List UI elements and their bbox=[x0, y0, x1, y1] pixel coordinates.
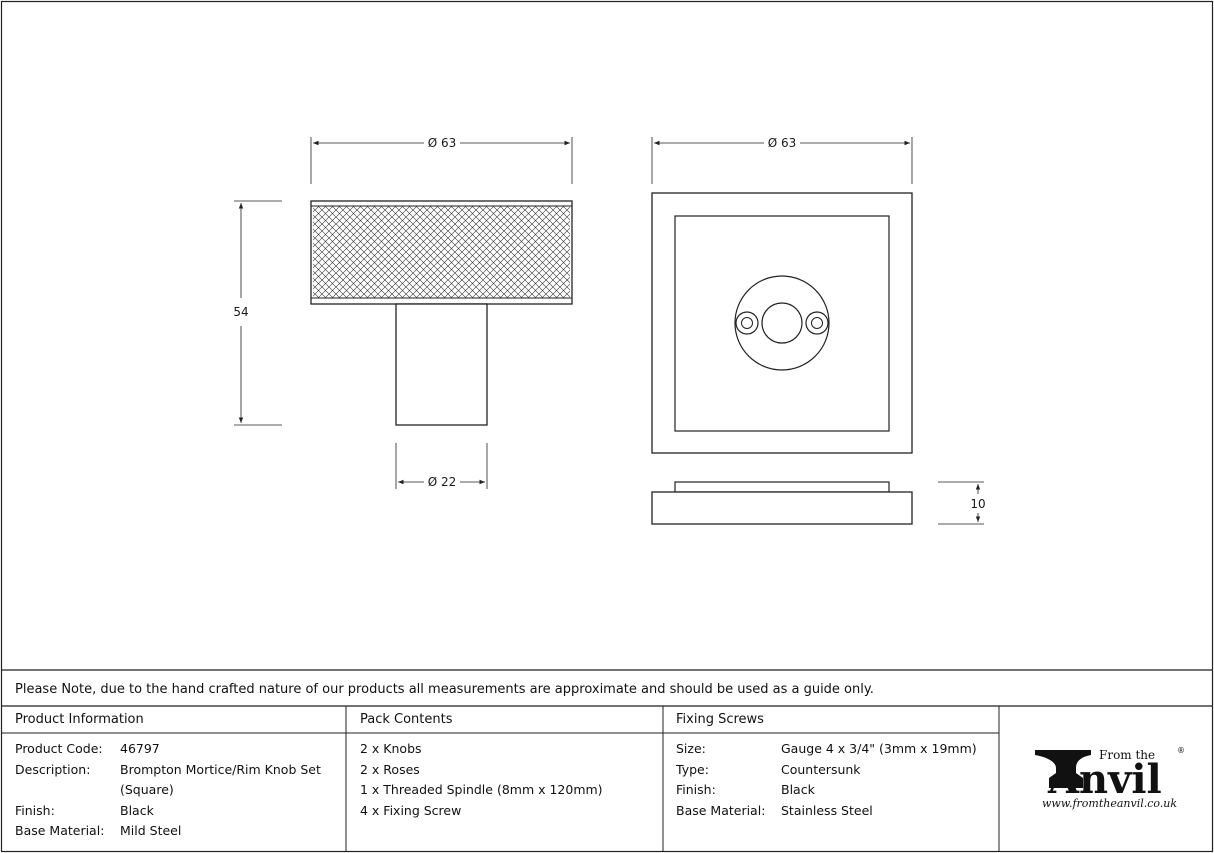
product-code-value: 46797 bbox=[120, 741, 160, 756]
logo-brand-name: Anvil bbox=[1047, 756, 1162, 803]
description-label: Description: bbox=[15, 762, 90, 777]
info-table: Please Note, due to the hand crafted nat… bbox=[1, 669, 1213, 852]
product-code-label: Product Code: bbox=[15, 741, 103, 756]
finish-value: Black bbox=[120, 803, 155, 818]
pack-item: 1 x Threaded Spindle (8mm x 120mm) bbox=[360, 782, 603, 797]
rose-boss-circle bbox=[734, 275, 830, 371]
dim-knob-height-label: 54 bbox=[233, 305, 248, 319]
screw-finish-label: Finish: bbox=[676, 782, 716, 797]
dim-spindle-width: Ø 22 bbox=[395, 443, 488, 489]
logo-from-the: From the bbox=[1099, 748, 1155, 762]
dim-spindle-width-label: Ø 22 bbox=[428, 475, 457, 489]
screw-hole-right-inner bbox=[811, 317, 823, 329]
dim-knob-width-label: Ø 63 bbox=[428, 136, 457, 150]
dim-rose-width-label: Ø 63 bbox=[768, 136, 797, 150]
disclaimer-note: Please Note, due to the hand crafted nat… bbox=[15, 682, 874, 697]
pack-item: 4 x Fixing Screw bbox=[360, 803, 461, 818]
fixing-screws-heading: Fixing Screws bbox=[676, 712, 764, 727]
screw-type-value: Countersunk bbox=[781, 762, 861, 777]
rose-front-view bbox=[651, 192, 913, 454]
screw-hole-left-outer bbox=[735, 311, 759, 335]
anvil-icon bbox=[1035, 750, 1091, 788]
screw-size-label: Size: bbox=[676, 741, 706, 756]
pack-item: 2 x Knobs bbox=[360, 741, 422, 756]
screw-finish-value: Black bbox=[781, 782, 816, 797]
screw-material-label: Base Material: bbox=[676, 803, 765, 818]
screw-hole-right-outer bbox=[805, 311, 829, 335]
product-info-heading: Product Information bbox=[15, 712, 144, 727]
base-material-value: Mild Steel bbox=[120, 823, 181, 838]
logo-url: www.fromtheanvil.co.uk bbox=[1042, 797, 1177, 810]
screw-material-value: Stainless Steel bbox=[781, 803, 873, 818]
logo-registered-mark: ® bbox=[1177, 746, 1185, 755]
spindle-hole bbox=[761, 302, 803, 344]
pack-contents-heading: Pack Contents bbox=[360, 712, 453, 727]
rose-side-view bbox=[651, 481, 913, 525]
pack-item: 2 x Roses bbox=[360, 762, 420, 777]
finish-label: Finish: bbox=[15, 803, 55, 818]
dim-rose-thickness: 10 bbox=[938, 481, 986, 525]
screw-hole-left-inner bbox=[741, 317, 753, 329]
rose-outer-square bbox=[651, 192, 913, 454]
dim-rose-width: Ø 63 bbox=[651, 136, 913, 184]
rose-side-base bbox=[651, 491, 913, 525]
description-value: Brompton Mortice/Rim Knob Set bbox=[120, 762, 321, 777]
screw-type-label: Type: bbox=[675, 762, 709, 777]
knurled-surface bbox=[313, 206, 570, 298]
rose-inner-square bbox=[674, 215, 890, 432]
description-value-cont: (Square) bbox=[120, 782, 174, 797]
screw-size-value: Gauge 4 x 3/4" (3mm x 19mm) bbox=[781, 741, 977, 756]
rose-side-step bbox=[674, 481, 890, 493]
dim-knob-width: Ø 63 bbox=[310, 136, 573, 184]
knob-side-view bbox=[310, 200, 573, 426]
knob-spindle bbox=[395, 303, 488, 426]
dim-knob-height: 54 bbox=[233, 200, 282, 426]
dim-rose-thickness-label: 10 bbox=[970, 497, 985, 511]
base-material-label: Base Material: bbox=[15, 823, 104, 838]
anvil-logo: From the ® Anvil www.fromtheanvil.co.uk bbox=[1035, 746, 1185, 810]
